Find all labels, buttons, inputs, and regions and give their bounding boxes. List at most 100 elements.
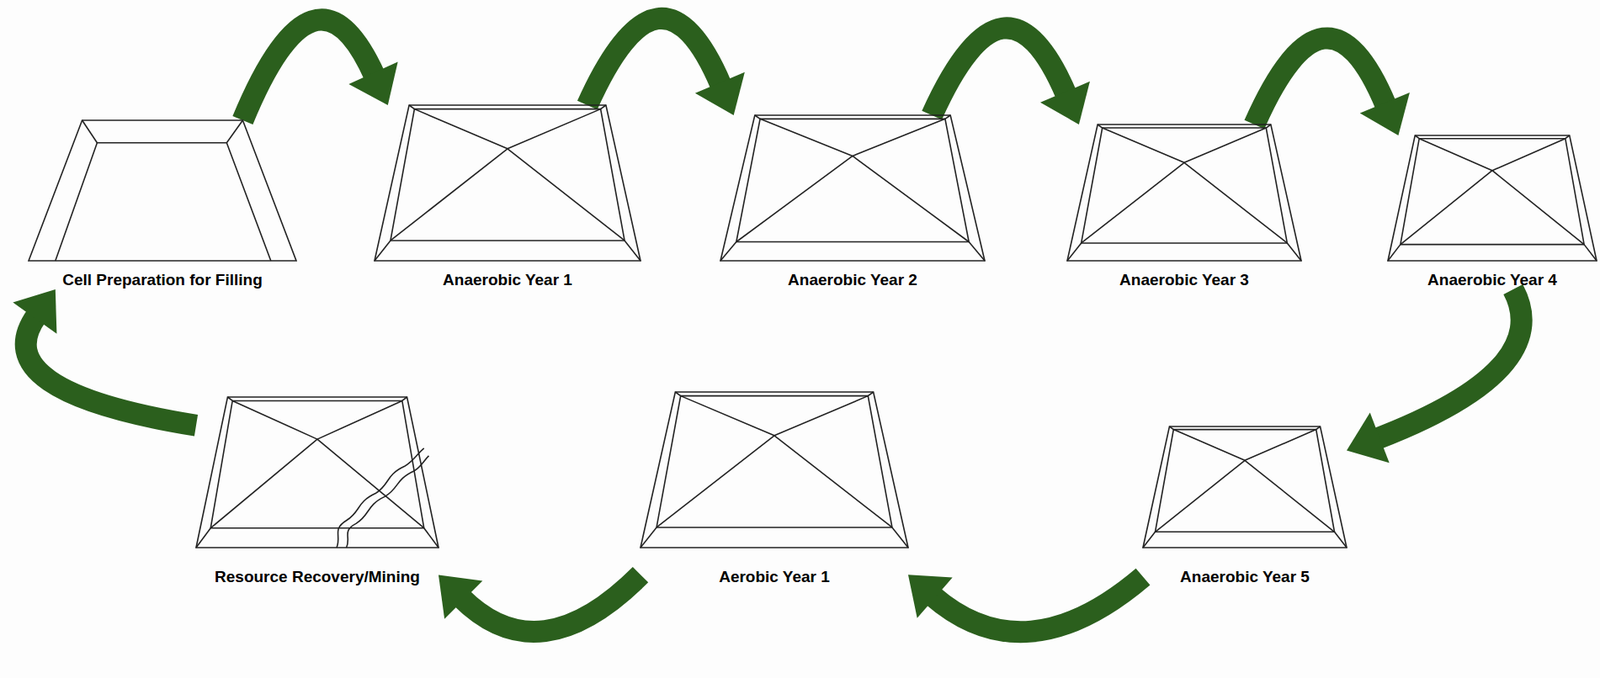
outline-stroke	[1400, 170, 1493, 245]
stage-label: Anaerobic Year 5	[1142, 568, 1347, 587]
stage-label: Anaerobic Year 1	[374, 271, 641, 290]
cycle-arrow	[242, 19, 398, 121]
outline-stroke	[1492, 138, 1566, 171]
cycle-arrow	[12, 289, 197, 426]
outline-stroke	[210, 439, 318, 529]
arrow-head	[695, 72, 745, 116]
outline-stroke	[968, 242, 985, 261]
outline-stroke	[196, 397, 439, 548]
outline-stroke	[390, 148, 508, 241]
stage-label: Cell Preparation for Filling	[28, 271, 297, 290]
outline-stroke	[624, 240, 641, 261]
outline-stroke	[1419, 138, 1493, 171]
outline-stroke	[656, 396, 893, 528]
arrow-body	[26, 315, 197, 426]
outline-stroke	[227, 397, 233, 401]
mining-cut	[346, 456, 430, 548]
outline-stroke	[402, 397, 408, 401]
arrow-head	[348, 62, 398, 106]
outline-stroke	[1387, 135, 1597, 261]
stage-label: Anaerobic Year 4	[1387, 271, 1597, 290]
outline-stroke	[1184, 162, 1287, 244]
outline-stroke	[720, 115, 985, 261]
outline-stroke	[1584, 244, 1597, 261]
outline-stroke	[774, 396, 868, 436]
stage-node: Anaerobic Year 4	[1387, 135, 1597, 290]
outline-stroke	[82, 120, 98, 144]
outline-stroke	[754, 115, 761, 119]
arrow-head	[438, 575, 483, 620]
cycle-arrow	[1254, 37, 1409, 136]
landfill-cell-shape	[1387, 135, 1597, 261]
outline-stroke	[317, 439, 425, 529]
outline-stroke	[656, 435, 775, 528]
landfill-cell-shape	[1067, 124, 1302, 261]
mining-cut	[336, 448, 425, 548]
arrow-body	[932, 577, 1143, 633]
arrow-body	[1376, 289, 1521, 440]
outline-stroke	[760, 118, 853, 156]
arrow-body	[242, 19, 375, 121]
outline-stroke	[1155, 430, 1335, 533]
outline-stroke	[720, 242, 737, 261]
stage-node: Anaerobic Year 3	[1067, 124, 1302, 290]
outline-stroke	[1184, 127, 1266, 163]
arrow-head	[1040, 81, 1090, 125]
outline-stroke	[680, 396, 775, 436]
outline-stroke	[640, 527, 657, 548]
landfill-cell-shape	[720, 115, 985, 261]
outline-stroke	[774, 435, 893, 528]
stage-label: Anaerobic Year 2	[720, 271, 985, 290]
outline-stroke	[867, 392, 873, 397]
stage-node: Anaerobic Year 5	[1142, 426, 1347, 587]
cycle-arrow	[1346, 289, 1522, 463]
landfill-cell-shape	[196, 397, 439, 548]
outline-stroke	[675, 392, 681, 397]
outline-stroke	[414, 109, 508, 149]
arrow-head	[908, 574, 953, 619]
outline-stroke	[1244, 460, 1335, 532]
outline-stroke	[1400, 138, 1585, 245]
outline-stroke	[1081, 127, 1288, 244]
outline-stroke	[232, 400, 318, 440]
outline-stroke	[507, 148, 625, 241]
outline-stroke	[28, 120, 297, 261]
arrow-head	[12, 289, 57, 335]
outline-stroke	[409, 105, 415, 110]
outline-stroke	[1173, 430, 1245, 462]
stage-label: Anaerobic Year 3	[1067, 271, 1302, 290]
outline-stroke	[424, 528, 439, 548]
cycle-arrow	[931, 27, 1090, 125]
outline-stroke	[1081, 162, 1185, 244]
landfill-cell-shape	[1142, 426, 1347, 548]
landfill-cell-shape	[374, 105, 641, 261]
outline-stroke	[1387, 244, 1401, 261]
cycle-arrow	[587, 18, 745, 116]
outline-stroke	[507, 109, 601, 149]
outline-stroke	[1102, 127, 1185, 163]
stage-node: Resource Recovery/Mining	[196, 397, 439, 587]
stage-label: Aerobic Year 1	[640, 568, 909, 587]
cycle-arrow	[908, 574, 1143, 633]
outline-stroke	[1334, 531, 1347, 548]
outline-stroke	[1155, 460, 1245, 532]
outline-stroke	[55, 143, 272, 261]
outline-stroke	[390, 109, 625, 241]
outline-stroke	[1492, 170, 1585, 245]
stage-node: Anaerobic Year 1	[374, 105, 641, 290]
outline-stroke	[1244, 430, 1317, 462]
landfill-cell-shape	[28, 120, 297, 261]
outline-stroke	[945, 115, 951, 119]
outline-stroke	[1097, 124, 1103, 128]
outline-stroke	[1286, 243, 1302, 261]
outline-stroke	[736, 118, 969, 242]
outline-stroke	[1169, 426, 1174, 431]
outline-stroke	[1142, 426, 1347, 548]
outline-stroke	[1142, 531, 1156, 548]
outline-stroke	[210, 400, 424, 528]
outline-stroke	[600, 105, 606, 110]
stage-node: Aerobic Year 1	[640, 392, 909, 587]
outline-stroke	[1067, 124, 1302, 261]
stage-label: Resource Recovery/Mining	[196, 568, 439, 587]
